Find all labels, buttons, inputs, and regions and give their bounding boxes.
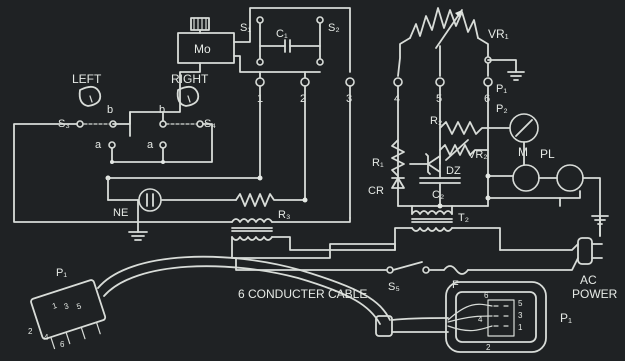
c2-label: C₂ [432, 189, 444, 201]
terminal-3-label: 3 [346, 93, 352, 105]
m-label: M [518, 145, 528, 159]
p1-plug-label: P₁ [56, 267, 67, 279]
plug-pin-6: 6 [60, 340, 65, 349]
transformer-t2 [411, 210, 453, 232]
s4-b-label: b [159, 104, 165, 116]
fuse-f [443, 265, 469, 275]
six-conductor-cable [97, 255, 391, 321]
socket-pin-6: 6 [484, 291, 489, 300]
p1-plug: 1 3 5 [30, 279, 107, 350]
zener-dz [427, 155, 441, 173]
pl-label: PL [540, 147, 555, 161]
motor-box [177, 32, 235, 64]
transformer-t1 [231, 218, 273, 241]
s5-label: S₅ [388, 281, 400, 293]
f-label: F [452, 279, 459, 291]
socket-pin-4: 4 [478, 315, 483, 324]
socket-pin-2: 2 [486, 343, 491, 352]
neon-lamp-ne [138, 188, 162, 212]
p2-label: P₂ [496, 103, 508, 115]
vr2-label: VR₂ [468, 149, 488, 161]
ac-plug [577, 237, 593, 265]
plug-pin-5: 5 [75, 301, 83, 311]
socket-pin-5: 5 [518, 299, 523, 308]
resistor-r3 [235, 193, 306, 207]
ne-label: NE [113, 207, 128, 219]
resistor-r2 [439, 121, 489, 135]
terminal-6-label: 6 [484, 93, 490, 105]
right-label: RIGHT [171, 72, 209, 86]
r2-label: R₂ [430, 115, 442, 127]
r3-label: R₃ [278, 209, 290, 221]
terminal-2-label: 2 [300, 93, 306, 105]
pilot-lamp-2 [556, 164, 584, 192]
socket-pin-3: 3 [518, 311, 523, 320]
potentiometer-vr1 [409, 7, 479, 39]
terminal-5-label: 5 [436, 93, 442, 105]
vr1-label: VR₁ [488, 27, 509, 41]
plug-pin-1: 1 [51, 301, 59, 311]
s3-b-label: b [107, 104, 113, 116]
power-label: POWER [572, 287, 618, 301]
p1-socket: 6 4 5 3 1 2 [445, 281, 547, 353]
pilot-lamp-1 [512, 164, 540, 192]
terminal-4-label: 4 [394, 93, 400, 105]
socket-pin-1: 1 [518, 323, 523, 332]
motor-label: Mo [194, 42, 211, 56]
r1-label: R₁ [372, 157, 384, 169]
dz-label: DZ [446, 165, 461, 177]
resistor-r1 [391, 139, 405, 177]
p1-socket-label: P₁ [560, 311, 572, 325]
plug-pin-2: 2 [28, 327, 33, 336]
s3-a-label: a [95, 139, 102, 151]
t2-label: T₂ [458, 212, 469, 224]
left-label: LEFT [72, 72, 102, 86]
cable-label: 6 CONDUCTER CABLE [238, 287, 367, 301]
ac-label: AC [580, 273, 597, 287]
potentiometer-vr2 [439, 144, 489, 156]
s4-a-label: a [147, 139, 154, 151]
diode-cr [391, 177, 405, 189]
plug-pin-4: 4 [44, 333, 49, 342]
p1-label-upper: P₁ [496, 83, 507, 95]
c1-label: C₁ [276, 28, 288, 40]
s2-label: S₂ [328, 22, 340, 34]
s1-label: S₁ [240, 22, 251, 34]
cr-label: CR [368, 185, 384, 197]
plug-pin-3: 3 [63, 301, 71, 311]
terminal-strip-123: 1 2 3 [255, 71, 355, 105]
motor-block: Mo [177, 17, 235, 64]
